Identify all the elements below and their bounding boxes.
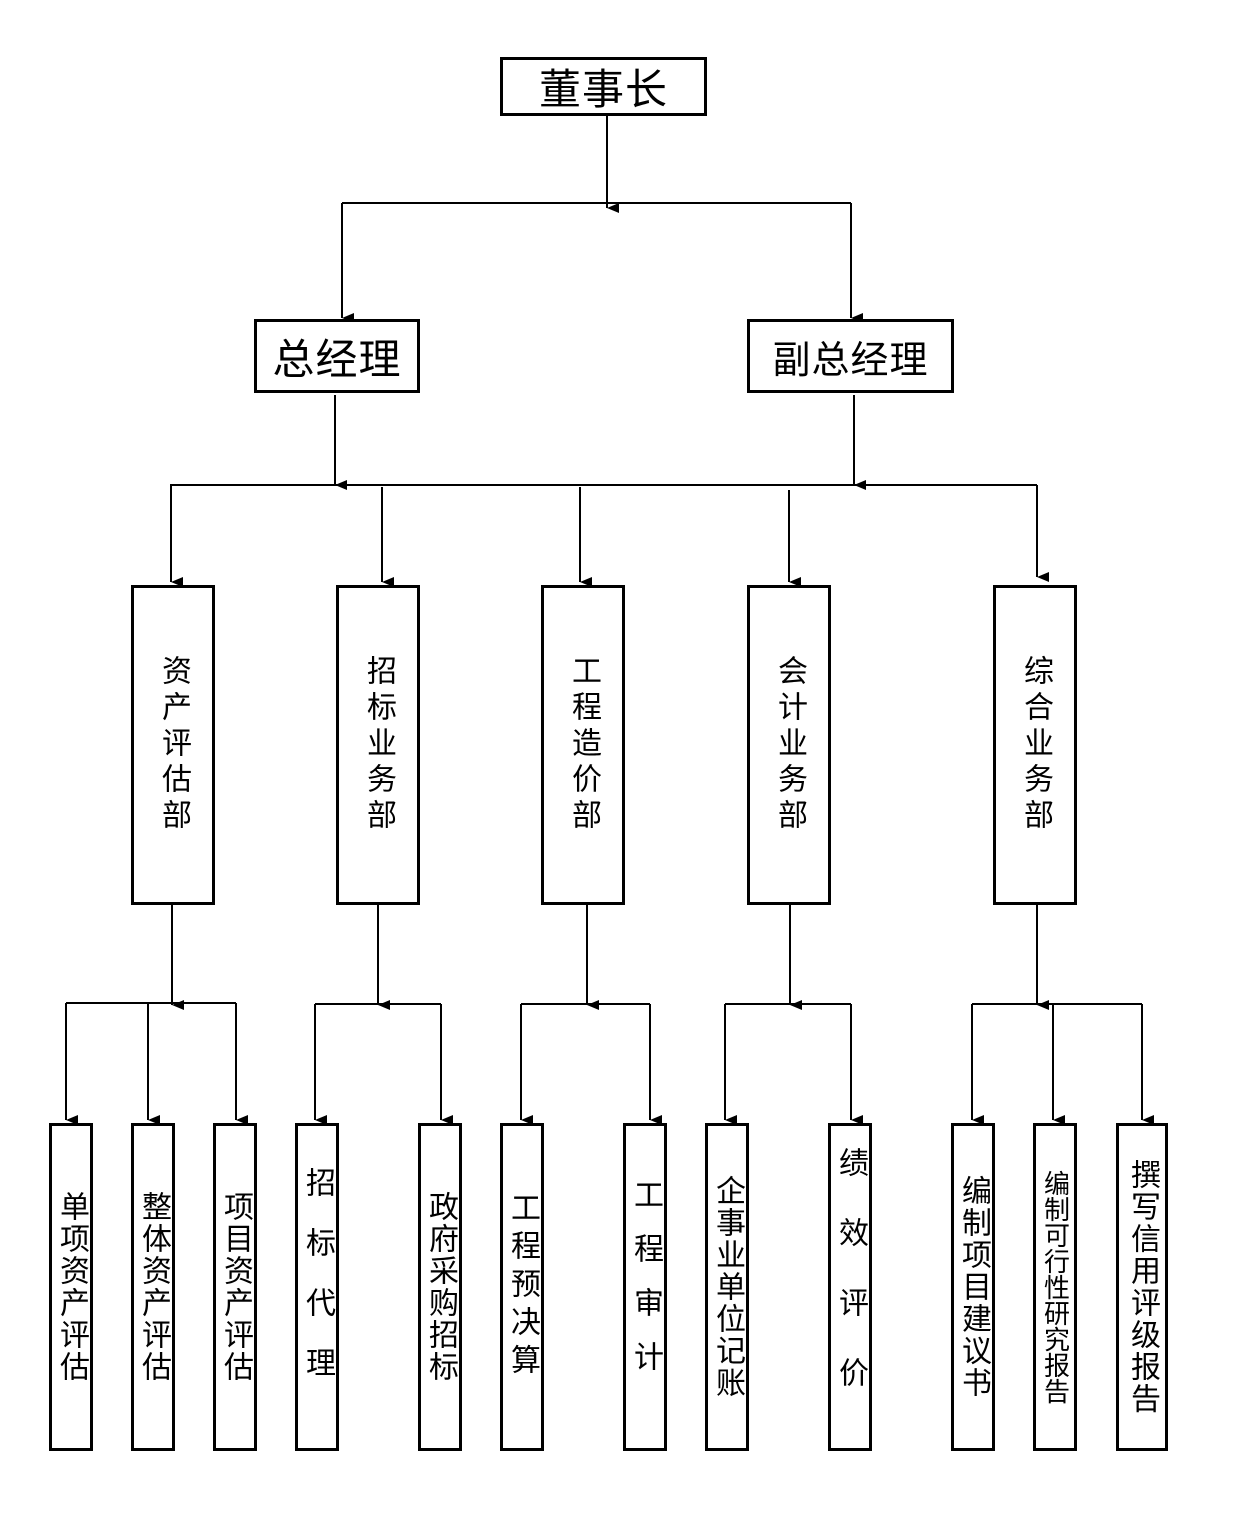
deputy-general-manager-label: 副总经理 xyxy=(772,337,929,382)
service-label: 绩效评价 xyxy=(833,1147,868,1427)
service-label: 编制可行性研究报告 xyxy=(1039,1170,1070,1404)
service-box: 项目资产评估 xyxy=(213,1123,257,1451)
service-box: 政府采购招标 xyxy=(418,1123,462,1451)
service-box: 工程预决算 xyxy=(500,1123,544,1451)
general-manager-box: 总经理 xyxy=(254,319,420,393)
department-label: 综合业务部 xyxy=(1018,655,1053,835)
deputy-general-manager-box: 副总经理 xyxy=(747,319,954,393)
service-label: 单项资产评估 xyxy=(54,1191,89,1383)
service-box: 撰写信用评级报告 xyxy=(1116,1123,1168,1451)
service-box: 企事业单位记账 xyxy=(705,1123,749,1451)
chairman-box: 董事长 xyxy=(500,57,707,116)
service-box: 工程审计 xyxy=(623,1123,667,1451)
department-box-engineering-cost: 工程造价部 xyxy=(541,585,625,905)
department-box-bidding: 招标业务部 xyxy=(336,585,420,905)
service-box: 编制可行性研究报告 xyxy=(1033,1123,1077,1451)
service-box: 单项资产评估 xyxy=(49,1123,93,1451)
department-label: 资产评估部 xyxy=(156,655,191,835)
department-label: 会计业务部 xyxy=(772,655,807,835)
general-manager-label: 总经理 xyxy=(272,334,402,384)
department-label: 招标业务部 xyxy=(361,655,396,835)
service-label: 政府采购招标 xyxy=(423,1191,458,1383)
service-label: 项目资产评估 xyxy=(218,1191,253,1383)
service-label: 工程审计 xyxy=(628,1179,663,1395)
department-box-asset-appraisal: 资产评估部 xyxy=(131,585,215,905)
chairman-label: 董事长 xyxy=(538,65,668,114)
service-box: 整体资产评估 xyxy=(131,1123,175,1451)
service-label: 工程预决算 xyxy=(505,1192,540,1382)
service-box: 绩效评价 xyxy=(828,1123,872,1451)
service-label: 企事业单位记账 xyxy=(710,1175,745,1399)
service-box: 招标代理 xyxy=(295,1123,339,1451)
department-box-accounting: 会计业务部 xyxy=(747,585,831,905)
department-label: 工程造价部 xyxy=(566,655,601,835)
service-label: 撰写信用评级报告 xyxy=(1125,1159,1160,1415)
service-label: 整体资产评估 xyxy=(136,1191,171,1383)
service-label: 编制项目建议书 xyxy=(956,1175,991,1399)
service-box: 编制项目建议书 xyxy=(951,1123,995,1451)
department-box-general-business: 综合业务部 xyxy=(993,585,1077,905)
service-label: 招标代理 xyxy=(300,1167,335,1407)
